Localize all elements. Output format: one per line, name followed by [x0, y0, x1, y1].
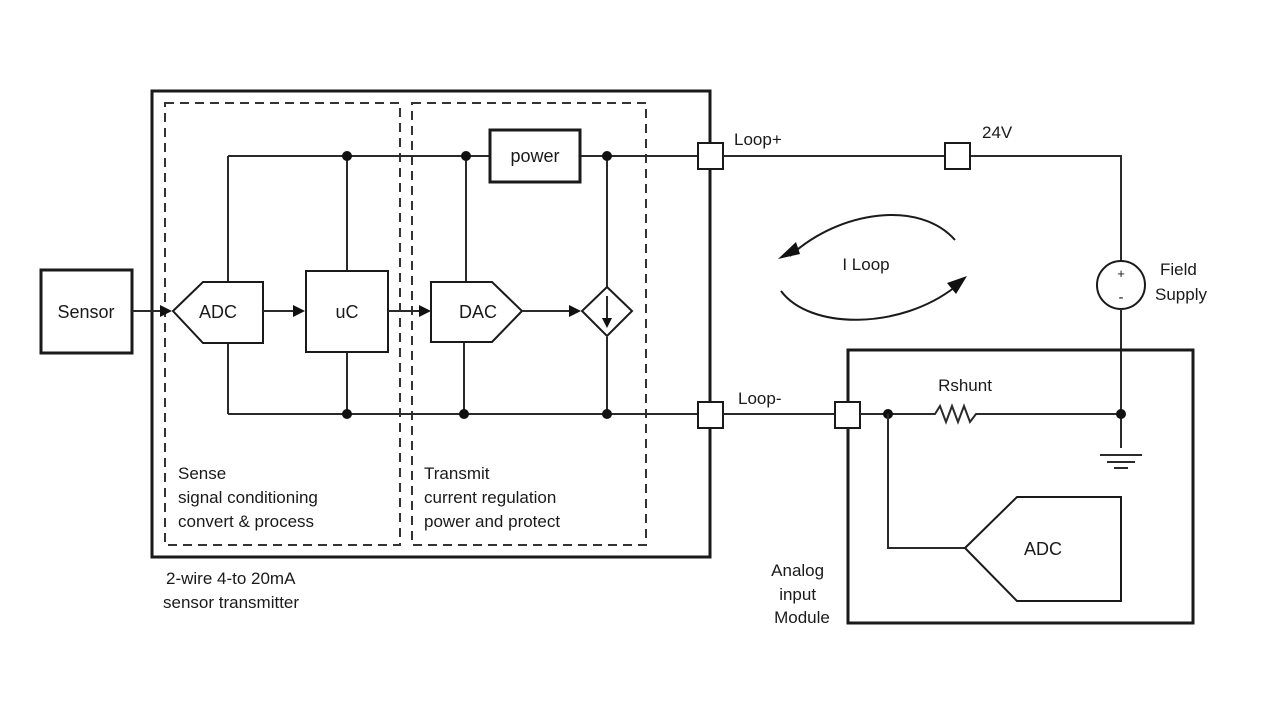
uc-label: uC [335, 302, 358, 322]
transmit-section [411, 102, 647, 546]
sense-section-text: Sense signal conditioning convert & proc… [178, 464, 323, 531]
supply-terminal [944, 142, 971, 170]
loop-plus-terminal [697, 142, 724, 170]
adc-input-wire [887, 414, 965, 549]
i-loop-label: I Loop [842, 255, 889, 274]
junction-dot [459, 409, 469, 419]
arrow-icon [419, 305, 431, 317]
junction-dot [342, 151, 352, 161]
arrow-icon [602, 318, 612, 328]
arrow-icon [569, 305, 581, 317]
loop-minus-label: Loop- [738, 389, 781, 408]
loop-minus-terminal [697, 401, 724, 429]
loop-plus-label: Loop+ [734, 130, 782, 149]
transmitter-enclosure [150, 89, 712, 559]
sense-section [164, 102, 401, 546]
analog-input-module [846, 348, 1195, 625]
i-loop-upper-arc [789, 214, 956, 257]
junction-dot [602, 409, 612, 419]
rshunt-label: Rshunt [938, 376, 992, 395]
module-caption: Analog input Module [771, 561, 830, 627]
loop-plus-wire [723, 155, 1122, 261]
junction-dot [342, 409, 352, 419]
junction-dot [1116, 409, 1126, 419]
adc-block [171, 281, 264, 344]
plus-sign: + [1117, 266, 1125, 281]
shunt-wire [860, 403, 1121, 425]
arrow-icon [160, 305, 172, 317]
arrow-icon [293, 305, 305, 317]
ground-icon [1100, 454, 1142, 469]
power-block [488, 128, 582, 184]
arrow-icon [947, 276, 967, 294]
module-terminal [834, 401, 861, 429]
uc-block [305, 270, 389, 353]
module-adc-label: ADC [1024, 539, 1062, 559]
transmitter-caption: 2-wire 4-to 20mA sensor transmitter [163, 569, 299, 612]
transmit-section-text: Transmit current regulation power and pr… [424, 464, 561, 531]
module-adc-block [963, 496, 1122, 602]
junction-dot [602, 151, 612, 161]
dac-block [430, 281, 524, 343]
sensor-label: Sensor [57, 302, 114, 322]
i-loop-lower-arc [780, 286, 956, 321]
dac-supply-wires [463, 156, 467, 414]
sensor-block [39, 268, 134, 355]
arrow-icon [778, 242, 800, 259]
minus-sign: - [1119, 289, 1124, 306]
supply-voltage-label: 24V [982, 123, 1013, 142]
dac-label: DAC [459, 302, 497, 322]
junction-dot [461, 151, 471, 161]
adc-label: ADC [199, 302, 237, 322]
field-supply-label: Field Supply [1155, 260, 1207, 304]
power-label: power [510, 146, 559, 166]
